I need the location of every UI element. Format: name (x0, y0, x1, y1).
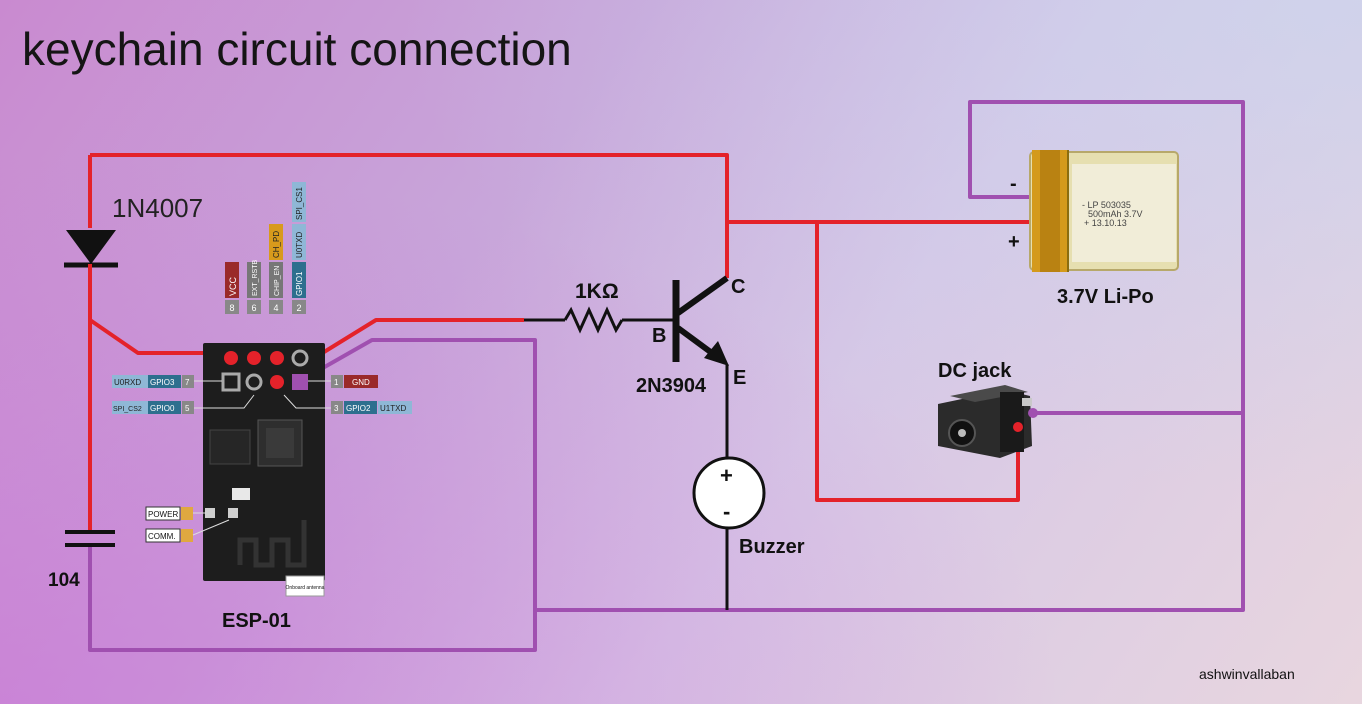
transistor-base-label: B (652, 325, 666, 347)
esp01-pin5-name1: SPI_CS2 (113, 406, 142, 413)
resistor-symbol (563, 306, 624, 334)
esp01-pin4-name1: CHIP_EN (274, 266, 281, 296)
esp01-pin1-name: GND (352, 378, 370, 387)
top-red-wire (90, 153, 729, 278)
esp01-pin8-num: 8 (229, 303, 234, 313)
esp01-pin2-name2: U0TXD (295, 232, 304, 258)
esp01-pin7-name1: U0RXD (114, 378, 141, 387)
battery-print-line1: - LP 503035 (1082, 200, 1131, 210)
esp01-top-pin-labels (225, 182, 306, 314)
esp01-pin8-name: VCC (228, 276, 238, 296)
red-wires (88, 153, 1030, 532)
esp01-pin7-name2: GPIO3 (150, 378, 175, 387)
esp01-comm-led-label: COMM. (148, 532, 176, 541)
battery-print-line2: 500mAh 3.7V (1088, 209, 1143, 219)
esp01-power-led-label: POWER (148, 510, 178, 519)
esp01-pin3-name2: U1TXD (380, 404, 406, 413)
purple-wires (88, 100, 1245, 652)
transistor-label: 2N3904 (636, 375, 707, 397)
esp01-pin5-num: 5 (185, 404, 190, 413)
esp01-pin5-name2: GPIO0 (150, 404, 175, 413)
esp01-header-pins (221, 349, 309, 392)
esp01-pin2-name3: SPI_CS1 (295, 187, 304, 220)
transistor-emitter-label: E (733, 367, 746, 389)
diode-symbol (64, 230, 118, 272)
buzzer-symbol (692, 456, 766, 530)
transistor-collector-label: C (731, 276, 745, 298)
esp01-right-pin-labels (283, 375, 412, 414)
battery-label: 3.7V Li-Po (1057, 286, 1154, 308)
esp01-pin1-num: 1 (334, 378, 339, 387)
battery-plus-label: + (1008, 231, 1020, 253)
battery-print-line3: + 13.10.13 (1084, 218, 1127, 228)
resistor-label: 1KΩ (575, 280, 619, 303)
esp01-pin4-num: 4 (273, 303, 278, 313)
esp01-pin6-name: EXT_RSTB (252, 259, 259, 296)
esp01-label: ESP-01 (222, 610, 291, 632)
esp01-pin3-num: 3 (334, 404, 339, 413)
esp01-pin7-num: 7 (185, 378, 190, 387)
diode-label: 1N4007 (112, 193, 203, 223)
diode-bottom-wire (88, 264, 300, 355)
dcjack-wire (815, 222, 1020, 502)
black-wires (524, 318, 729, 610)
esp01-module (203, 343, 325, 581)
esp01-pin2-num: 2 (296, 303, 301, 313)
transistor-symbol (672, 275, 729, 366)
battery-minus-label: - (1010, 173, 1017, 195)
esp01-led-labels (145, 506, 230, 543)
buzzer-label: Buzzer (739, 536, 805, 558)
buzzer-minus-label: - (723, 499, 730, 524)
esp01-pin3-name1: GPIO2 (346, 404, 371, 413)
capacitor-symbol (65, 530, 115, 547)
buzzer-plus-label: + (720, 463, 733, 488)
dc-jack-image (938, 385, 1038, 458)
esp01-pin4-name2: CH_PD (272, 231, 281, 258)
dc-jack-label: DC jack (938, 360, 1012, 382)
battery-image (1029, 150, 1179, 272)
esp01-left-pin-labels (112, 375, 255, 414)
esp01-antenna-label: Onboard antenna (286, 585, 325, 591)
author-credit: ashwinvallaban (1199, 666, 1295, 682)
esp01-pin6-num: 6 (251, 303, 256, 313)
capacitor-label: 104 (48, 570, 80, 591)
esp01-antenna-tag (285, 575, 325, 597)
ground-bus-wire (88, 100, 1245, 652)
esp01-pin2-name1: GPIO1 (295, 271, 304, 296)
page-title: keychain circuit connection (22, 23, 572, 75)
esp-gnd-wire (299, 338, 537, 610)
